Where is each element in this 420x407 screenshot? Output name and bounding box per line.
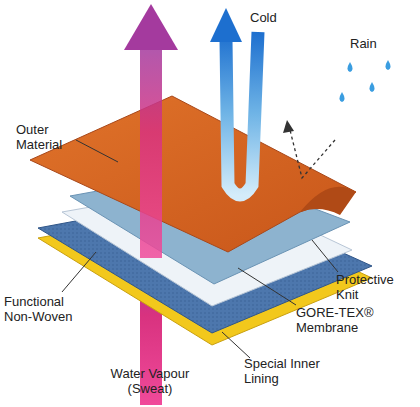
vapour-label: Water Vapour (Sweat) [100, 366, 200, 396]
leader-line [222, 332, 250, 358]
vapour-arrow-shaft [140, 48, 162, 258]
rain-drop [348, 62, 353, 72]
rain-drop [370, 82, 375, 92]
leader-line [312, 240, 338, 272]
rain-drop [340, 92, 345, 102]
layer-label: Special Inner Lining [244, 356, 328, 386]
leader-line [238, 268, 296, 305]
leader-line [76, 140, 118, 162]
layer-label: Functional Non-Woven [4, 294, 84, 324]
rain-deflection [290, 130, 335, 178]
peeled-corner [300, 187, 356, 215]
leader-line [62, 252, 96, 292]
rain-label: Rain [350, 36, 400, 51]
cold-label: Cold [250, 10, 310, 25]
cold-arrow [226, 32, 258, 195]
rain-deflection-head [283, 120, 294, 133]
vapour-arrow-head [124, 4, 178, 50]
layer-label: Protective Knit [336, 272, 416, 302]
layer-label: GORE-TEX® Membrane [296, 305, 388, 335]
layer-label: Outer Material [16, 122, 78, 152]
outer-material-layer [30, 96, 356, 252]
cold-arrow-head [210, 8, 242, 42]
rain-drop [386, 60, 391, 70]
